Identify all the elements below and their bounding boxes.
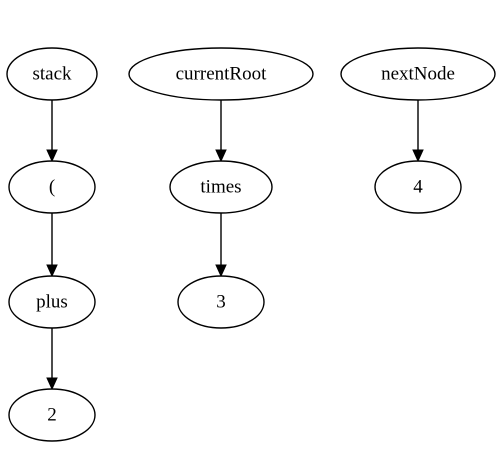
node-plus-label: plus [36,292,68,313]
node-four-label: 4 [413,177,423,198]
node-open-paren-label: ( [49,177,55,198]
node-times: times [169,160,273,214]
edges-layer [46,100,424,391]
node-current-root-label: currentRoot [176,64,267,85]
node-three: 3 [177,275,265,329]
edge-paren-to-plus [46,213,58,278]
edge-plus-to-two [46,328,58,391]
node-times-label: times [200,177,241,198]
node-current-root: currentRoot [128,47,314,101]
node-stack: stack [6,47,98,101]
node-three-label: 3 [216,292,226,313]
edge-nextNode-to-four [412,100,424,163]
node-next-node-label: nextNode [381,64,455,85]
edge-currentRoot-to-times [215,100,227,163]
edge-times-to-three [215,213,227,278]
edge-stack-to-paren [46,100,58,163]
node-two: 2 [8,388,96,442]
node-two-label: 2 [47,405,57,426]
node-four: 4 [374,160,462,214]
node-stack-label: stack [32,64,72,85]
node-open-paren: ( [8,160,96,214]
node-plus: plus [8,275,96,329]
node-next-node: nextNode [340,47,496,101]
